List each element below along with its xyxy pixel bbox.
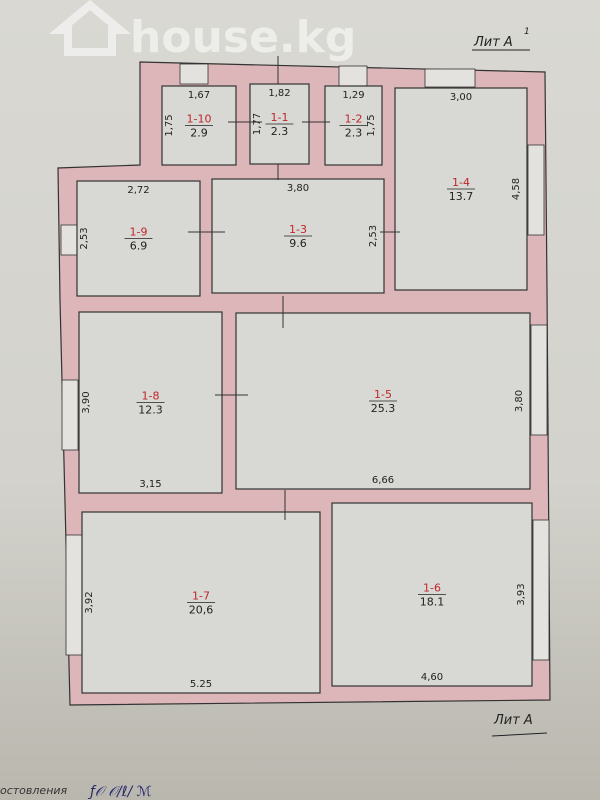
watermark: house.kg bbox=[48, 0, 356, 63]
room-length: 3,90 bbox=[81, 391, 92, 413]
room-width: 5.25 bbox=[190, 679, 212, 690]
room-id: 1-8 bbox=[142, 390, 160, 403]
room-area: 2.3 bbox=[345, 127, 363, 140]
window bbox=[530, 324, 548, 436]
lit-a-text: Лит А bbox=[493, 713, 533, 728]
lit-a1-superscript: 1 bbox=[524, 27, 530, 37]
room-id: 1-6 bbox=[423, 582, 441, 595]
window bbox=[65, 534, 83, 656]
window bbox=[61, 379, 79, 451]
underline bbox=[491, 732, 548, 737]
room-width: 3,00 bbox=[450, 92, 472, 103]
window bbox=[338, 65, 368, 87]
room-id: 1-2 bbox=[345, 113, 363, 126]
window bbox=[527, 144, 545, 236]
room-length: 1,77 bbox=[252, 113, 263, 135]
room-1-7: 1-720,6 5.25 3,92 bbox=[81, 511, 321, 694]
room-length: 1,75 bbox=[164, 114, 175, 136]
room-id: 1-7 bbox=[192, 590, 210, 603]
room-length: 1,75 bbox=[366, 114, 377, 136]
room-area: 25.3 bbox=[371, 402, 396, 415]
window bbox=[532, 519, 550, 661]
room-length: 2,53 bbox=[79, 227, 90, 249]
room-width: 1,82 bbox=[268, 88, 290, 99]
room-id: 1-5 bbox=[374, 388, 392, 401]
room-length: 3,80 bbox=[514, 390, 525, 412]
handwritten-signature: ƒ𝒪 𝒪/ℓ/ ℳ bbox=[87, 784, 152, 800]
room-id: 1-10 bbox=[187, 113, 212, 126]
room-id: 1-3 bbox=[289, 223, 307, 236]
windows bbox=[60, 63, 550, 661]
room-width: 4,60 bbox=[421, 672, 443, 683]
window bbox=[60, 224, 78, 256]
room-1-5: 1-525.3 6,66 3,80 bbox=[235, 312, 531, 490]
room-area: 12.3 bbox=[138, 404, 163, 417]
room-width: 1,29 bbox=[342, 90, 364, 101]
lit-a1-text: Лит А bbox=[473, 35, 513, 50]
room-width: 1,67 bbox=[188, 90, 210, 101]
bottom-caption: остовления bbox=[0, 784, 68, 797]
doors bbox=[188, 56, 400, 520]
room-width: 3,80 bbox=[287, 183, 309, 194]
room-width: 3,15 bbox=[139, 479, 161, 490]
room-length: 3,93 bbox=[516, 583, 527, 605]
watermark-text: house.kg bbox=[130, 12, 356, 63]
room-1-2: 1-22.3 1,29 1,75 bbox=[324, 85, 383, 166]
room-1-1: 1-12.3 1,82 1,77 bbox=[249, 83, 310, 165]
room-1-8: 1-812.3 3,15 3,90 bbox=[78, 311, 223, 494]
room-id: 1-4 bbox=[452, 176, 470, 189]
room-area: 20,6 bbox=[189, 604, 214, 617]
room-1-6: 1-618.1 4,60 3,93 bbox=[331, 502, 533, 687]
lit-a1-label: Лит А 1 bbox=[472, 27, 530, 51]
window bbox=[424, 68, 476, 88]
room-1-9: 1-96.9 2,72 2,53 bbox=[76, 180, 201, 297]
room-id: 1-1 bbox=[271, 111, 289, 124]
room-width: 6,66 bbox=[372, 475, 394, 486]
room-area: 13.7 bbox=[449, 190, 474, 203]
room-length: 2,53 bbox=[368, 225, 379, 247]
room-1-3: 1-39.6 3,80 2,53 bbox=[211, 178, 385, 294]
room-1-4: 1-413.7 3,00 4,58 bbox=[394, 87, 528, 291]
room-length: 4,58 bbox=[511, 178, 522, 200]
room-width: 2,72 bbox=[127, 185, 149, 196]
room-area: 2.9 bbox=[190, 127, 208, 140]
house-logo-icon bbox=[48, 0, 132, 56]
lit-a-label: Лит А bbox=[491, 713, 548, 737]
room-1-10: 1-102.9 1,67 1,75 bbox=[161, 85, 237, 166]
room-area: 18.1 bbox=[420, 596, 445, 609]
room-area: 6.9 bbox=[130, 240, 148, 253]
room-area: 9.6 bbox=[289, 237, 307, 250]
room-id: 1-9 bbox=[130, 226, 148, 239]
window bbox=[179, 63, 209, 85]
room-length: 3,92 bbox=[84, 591, 95, 613]
room-area: 2.3 bbox=[271, 125, 289, 138]
